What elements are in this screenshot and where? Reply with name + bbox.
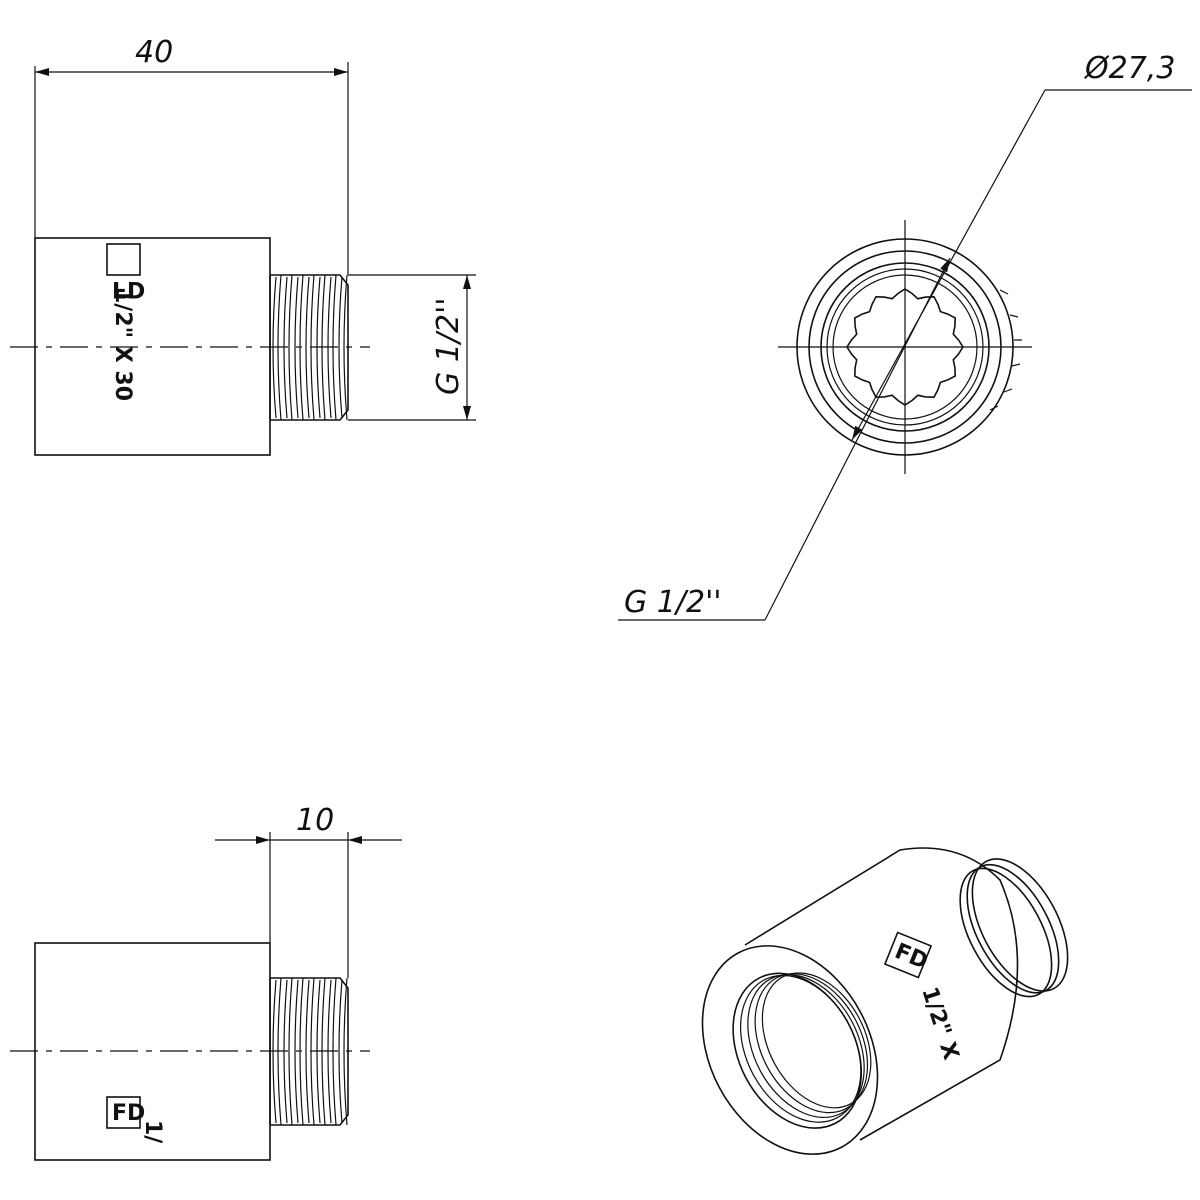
logo-mark: FD xyxy=(112,1101,145,1126)
leader-thread xyxy=(764,257,951,621)
female-opening xyxy=(701,945,879,1155)
logo-mark: FD xyxy=(112,276,145,301)
marking-text: 1/ xyxy=(140,1120,165,1144)
dim-thread-label: G 1/2'' xyxy=(624,585,722,620)
logo-box xyxy=(883,931,933,979)
dim-diameter-label: Ø27,3 xyxy=(1083,51,1175,86)
logo-box xyxy=(106,243,141,276)
knurl-marks xyxy=(989,289,1022,411)
end-view: Ø27,3 G 1/2'' xyxy=(618,51,1192,621)
dim-thread-label: G 1/2'' xyxy=(431,297,466,395)
dim-length-label: 40 xyxy=(135,35,173,70)
marking-text: 1/2" X 30 xyxy=(110,288,135,401)
thread-end xyxy=(971,858,1069,992)
bottom-view: 10 FD 1/ xyxy=(10,803,402,1161)
dim-thread-length-label: 10 xyxy=(296,803,334,838)
logo-box xyxy=(106,1096,141,1129)
thread-crest xyxy=(338,274,348,421)
iso-view: FD 1/2" X xyxy=(701,847,1069,1155)
side-view: 40 G 1/2'' FD 1/2" X 30 xyxy=(10,35,476,456)
marking-text: 1/2" X xyxy=(916,984,963,1063)
thread-crest xyxy=(338,977,348,1126)
leader-diameter xyxy=(851,89,1046,441)
body-outline xyxy=(744,847,1019,1141)
